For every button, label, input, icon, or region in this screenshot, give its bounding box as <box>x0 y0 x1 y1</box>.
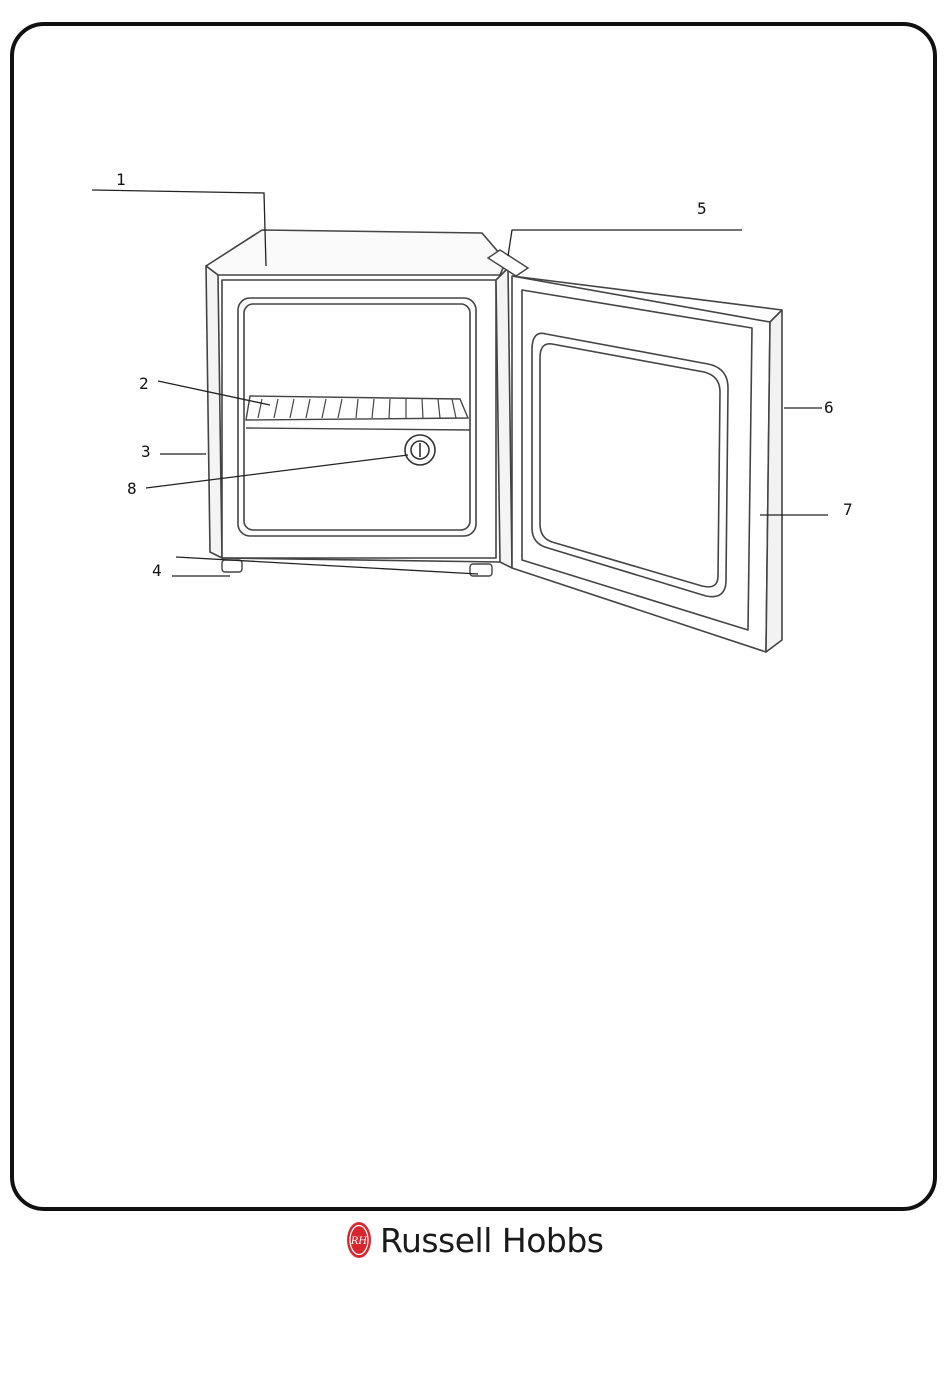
brand-name: Russell Hobbs <box>380 1224 603 1257</box>
door <box>512 276 782 652</box>
rh-seal-icon: RH <box>346 1221 372 1259</box>
svg-text:RH: RH <box>350 1236 368 1247</box>
callout-3: 3 <box>141 442 151 461</box>
callout-5: 5 <box>697 199 707 218</box>
fridge-body <box>206 230 512 568</box>
callout-2: 2 <box>139 374 149 393</box>
callout-7: 7 <box>843 500 853 519</box>
callout-8: 8 <box>127 479 137 498</box>
callout-4: 4 <box>152 561 162 580</box>
callout-1: 1 <box>116 170 126 189</box>
callout-6: 6 <box>824 398 834 417</box>
brand-logo: RH Russell Hobbs <box>346 1218 646 1262</box>
